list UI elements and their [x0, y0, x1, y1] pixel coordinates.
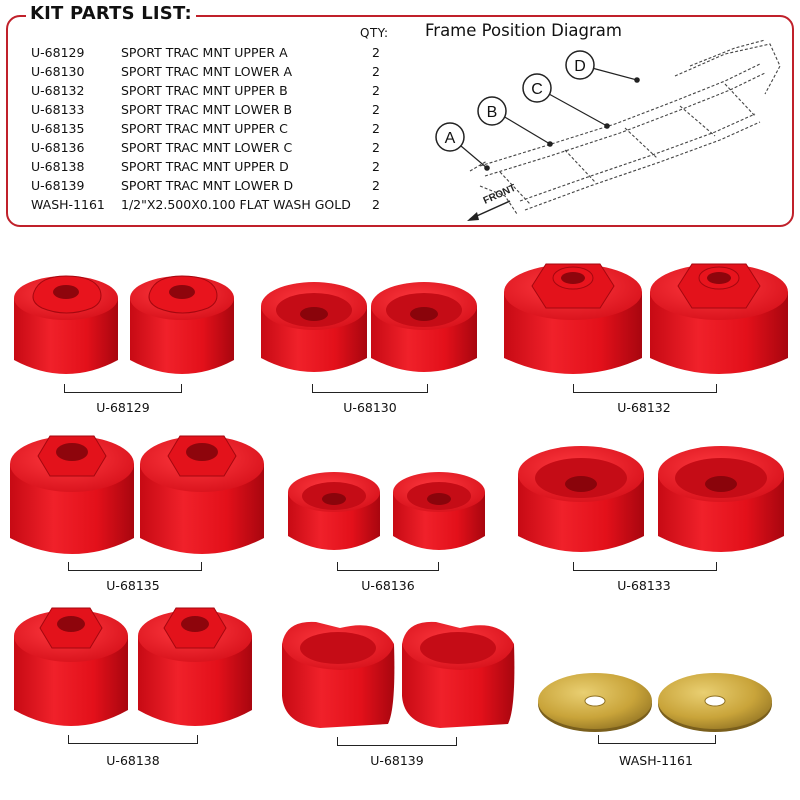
bushing-u68129-right — [130, 275, 234, 374]
part-number: U-68129 — [31, 45, 85, 60]
part-number: U-68132 — [31, 83, 85, 98]
part-qty: 2 — [372, 159, 380, 174]
bracket-u68138 — [68, 735, 198, 744]
callout-c-letter: C — [531, 81, 543, 98]
bracket-u68129 — [64, 384, 182, 393]
part-qty: 2 — [372, 64, 380, 79]
bushing-u68139-right — [402, 621, 515, 728]
callout-b: B — [477, 96, 507, 126]
callout-a: A — [435, 122, 465, 152]
part-description: SPORT TRAC MNT UPPER A — [121, 45, 288, 60]
part-qty: 2 — [372, 140, 380, 155]
bushing-u68135-right — [140, 435, 264, 554]
bushing-u68136-left — [288, 472, 380, 550]
bushing-u68132-left — [504, 263, 642, 374]
part-description: SPORT TRAC MNT LOWER C — [121, 140, 293, 155]
front-arrow: FRONT — [467, 183, 518, 221]
bushing-u68139-left — [282, 621, 395, 728]
bracket-u68133 — [573, 562, 717, 571]
washer-wash1161-left — [538, 673, 652, 732]
bushing-u68129-left — [14, 275, 118, 374]
part-qty: 2 — [372, 83, 380, 98]
bushing-u68138-right — [138, 607, 252, 726]
callout-leaders — [460, 67, 640, 171]
qty-header: QTY: — [360, 26, 389, 40]
label-u68138: U-68138 — [106, 753, 160, 768]
callout-c: C — [522, 73, 552, 103]
bushing-u68138-left — [14, 607, 128, 726]
bushing-u68132-right — [650, 263, 788, 374]
label-u68129: U-68129 — [96, 400, 150, 415]
bracket-u68136 — [337, 562, 439, 571]
bushing-u68130-left — [261, 282, 367, 372]
part-description: SPORT TRAC MNT UPPER D — [121, 159, 289, 174]
bracket-wash1161 — [598, 735, 716, 744]
bracket-u68130 — [312, 384, 428, 393]
part-number: U-68138 — [31, 159, 85, 174]
part-number: U-68133 — [31, 102, 85, 117]
diagram-title: Frame Position Diagram — [425, 21, 622, 40]
bushing-u68135-left — [10, 435, 134, 554]
part-description: SPORT TRAC MNT LOWER B — [121, 102, 293, 117]
part-number: U-68135 — [31, 121, 85, 136]
kit-parts-panel — [6, 15, 794, 227]
bracket-u68135 — [68, 562, 202, 571]
part-qty: 2 — [372, 121, 380, 136]
part-number: U-68139 — [31, 178, 85, 193]
bushing-u68136-right — [393, 472, 485, 550]
kit-parts-title: KIT PARTS LIST: — [26, 3, 196, 24]
label-u68132: U-68132 — [617, 400, 671, 415]
bracket-u68139 — [337, 737, 457, 746]
part-description: SPORT TRAC MNT LOWER D — [121, 178, 294, 193]
bushing-u68133-right — [658, 446, 784, 552]
label-u68136: U-68136 — [361, 578, 415, 593]
part-qty: 2 — [372, 102, 380, 117]
bracket-u68132 — [573, 384, 717, 393]
label-u68130: U-68130 — [343, 400, 397, 415]
part-description: SPORT TRAC MNT LOWER A — [121, 64, 293, 79]
frame-position-diagram: A B C D FRONT — [435, 39, 781, 221]
label-u68133: U-68133 — [617, 578, 671, 593]
bushing-u68130-right — [371, 282, 477, 372]
label-wash1161: WASH-1161 — [619, 753, 693, 768]
part-qty: 2 — [372, 197, 380, 212]
callout-a-letter: A — [445, 130, 456, 147]
label-u68135: U-68135 — [106, 578, 160, 593]
part-number: U-68130 — [31, 64, 85, 79]
part-description: SPORT TRAC MNT UPPER C — [121, 121, 288, 136]
truck-frame-drawing — [469, 39, 781, 215]
label-u68139: U-68139 — [370, 753, 424, 768]
part-description: 1/2"X2.500X0.100 FLAT WASH GOLD — [121, 197, 351, 212]
callout-b-letter: B — [487, 104, 498, 121]
part-number: U-68136 — [31, 140, 85, 155]
front-label: FRONT — [482, 183, 518, 207]
callout-d: D — [565, 50, 595, 80]
part-description: SPORT TRAC MNT UPPER B — [121, 83, 288, 98]
part-qty: 2 — [372, 45, 380, 60]
part-qty: 2 — [372, 178, 380, 193]
part-number: WASH-1161 — [31, 197, 105, 212]
bushing-u68133-left — [518, 446, 644, 552]
callout-d-letter: D — [574, 58, 586, 75]
washer-wash1161-right — [658, 673, 772, 732]
